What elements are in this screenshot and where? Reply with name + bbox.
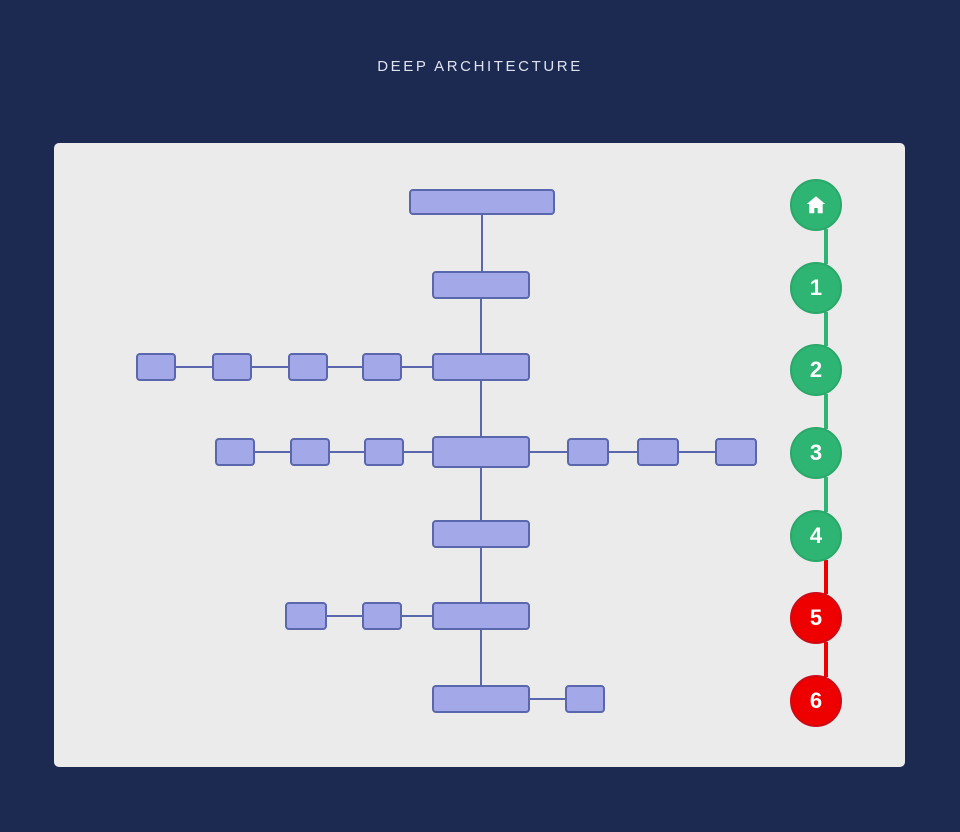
tree-node-d2-left-3[interactable] bbox=[362, 353, 402, 381]
tree-node-d3-left-0[interactable] bbox=[215, 438, 255, 466]
diagram-panel bbox=[54, 143, 905, 767]
rail-connector-home-to-step-1 bbox=[824, 229, 828, 264]
tree-node-d3-right-2[interactable] bbox=[715, 438, 757, 466]
tree-node-trunk-d4[interactable] bbox=[432, 520, 530, 548]
rail-node-step-3[interactable]: 3 bbox=[790, 427, 842, 479]
tree-node-d3-left-1[interactable] bbox=[290, 438, 330, 466]
tree-node-d2-left-1[interactable] bbox=[212, 353, 252, 381]
tree-node-d2-left-0[interactable] bbox=[136, 353, 176, 381]
rail-node-label: 6 bbox=[809, 688, 823, 713]
rail-node-label: 1 bbox=[809, 275, 823, 300]
rail-node-label: 5 bbox=[809, 605, 823, 630]
architecture-tree bbox=[136, 189, 757, 713]
rail-node-step-2[interactable]: 2 bbox=[790, 344, 842, 396]
home-icon bbox=[804, 193, 828, 217]
tree-node-d3-right-0[interactable] bbox=[567, 438, 609, 466]
tree-node-trunk-d2[interactable] bbox=[432, 353, 530, 381]
tree-node-trunk-d5[interactable] bbox=[432, 602, 530, 630]
rail-node-label: 2 bbox=[809, 357, 823, 382]
tree-node-d2-left-2[interactable] bbox=[288, 353, 328, 381]
tree-node-d5-left-0[interactable] bbox=[285, 602, 327, 630]
tree-node-trunk-d1[interactable] bbox=[432, 271, 530, 299]
tree-node-d6-right-0[interactable] bbox=[565, 685, 605, 713]
tree-node-d3-right-1[interactable] bbox=[637, 438, 679, 466]
rail-connector-step-1-to-step-2 bbox=[824, 312, 828, 346]
rail-connector-step-3-to-step-4 bbox=[824, 477, 828, 512]
rail-node-step-1[interactable]: 1 bbox=[790, 262, 842, 314]
tree-node-d3-left-2[interactable] bbox=[364, 438, 404, 466]
tree-node-d5-left-1[interactable] bbox=[362, 602, 402, 630]
rail-node-step-5[interactable]: 5 bbox=[790, 592, 842, 644]
rail-node-home[interactable] bbox=[790, 179, 842, 231]
rail-node-label: 4 bbox=[809, 523, 823, 548]
rail-node-step-4[interactable]: 4 bbox=[790, 510, 842, 562]
tree-node-trunk-d3[interactable] bbox=[432, 436, 530, 468]
progress-rail: 1 2 3 4 5 6 bbox=[790, 160, 862, 750]
page-title: DEEP ARCHITECTURE bbox=[377, 58, 583, 75]
rail-node-label: 3 bbox=[809, 440, 823, 465]
rail-connector-step-5-to-step-6 bbox=[824, 642, 828, 677]
tree-node-trunk-d6[interactable] bbox=[432, 685, 530, 713]
tree-node-trunk-d0[interactable] bbox=[409, 189, 555, 215]
tree-node-group bbox=[136, 189, 757, 713]
rail-node-step-6[interactable]: 6 bbox=[790, 675, 842, 727]
rail-connector-step-4-to-step-5 bbox=[824, 560, 828, 594]
rail-connector-step-2-to-step-3 bbox=[824, 394, 828, 429]
tree-edge-group bbox=[175, 214, 716, 700]
